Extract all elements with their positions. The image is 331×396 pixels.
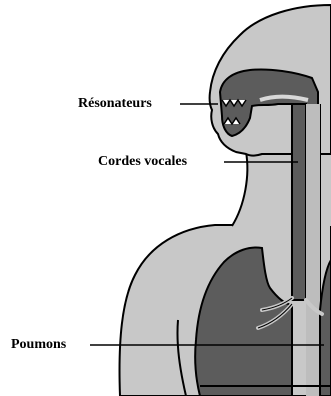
upper-teeth <box>222 100 246 106</box>
esophagus <box>306 104 320 396</box>
trachea <box>292 104 306 300</box>
label-cordes-vocales: Cordes vocales <box>98 154 187 170</box>
label-resonateurs: Résonateurs <box>78 96 152 112</box>
label-poumons: Poumons <box>11 337 66 353</box>
